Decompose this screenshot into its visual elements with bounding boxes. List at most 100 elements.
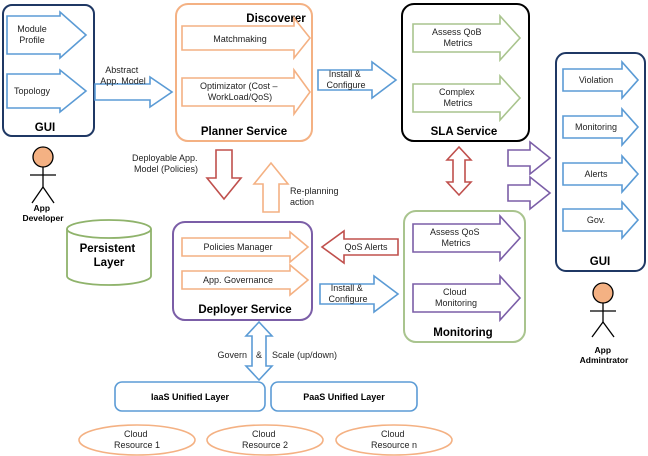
iaas-layer-label: IaaS Unified Layer [151,392,230,402]
deployable-line-1: Deployable App. [132,153,198,163]
scale-label: Scale (up/down) [272,350,337,360]
deployer-item-label: App. Governance [203,275,273,285]
iaas-layer-box [114,381,266,412]
optim-line-1: Optimizator (Cost – [200,81,278,91]
app-developer-line-1: App [34,203,51,213]
sla-item-label: Assess QoB Metrics [432,27,484,48]
paas-layer-box [270,381,418,412]
app-developer-icon [30,146,56,204]
res1-line-2: Resource 2 [242,440,288,450]
deployer-item-app-governance: App. Governance [181,263,310,297]
sla0-line-2: Metrics [444,38,473,48]
gui-admin-title: GUI [590,256,610,268]
replan-line-2: action [290,197,314,207]
install-configure-top-arrow [317,60,398,100]
gui-admin-item-label: Alerts [584,169,608,179]
govern-label: Govern [217,350,247,360]
deployable-line-2: Model (Policies) [134,164,198,174]
mon1-line-1: Cloud [443,287,467,297]
gui-admin-item-monitoring: Monitoring [562,106,640,148]
replanning-arrow [252,161,290,213]
discoverer-label: Discoverer [246,13,306,25]
govern-amp: & [256,350,262,360]
gui-dev-item-label-line-2: Profile [19,35,45,45]
monitoring-title: Monitoring [433,327,492,339]
app-developer-label: App Developer [22,203,64,223]
monitoring-item-label: Assess QoS Metrics [430,227,482,248]
sla-title: SLA Service [431,126,498,138]
abstract-line-2: App. Model [100,76,146,86]
gui-dev-item-topology: Topology [6,68,88,114]
gui-admin-item-label: Violation [579,75,613,85]
sla1-line-2: Metrics [444,98,473,108]
app-administrator-icon [590,282,616,338]
abstract-line-1: Abstract [105,65,139,75]
persistent-line-2: Layer [94,257,125,269]
optim-line-2: WorkLoad/QoS) [208,92,272,102]
gui-dev-item-label: Topology [14,86,51,96]
res2-line-1: Cloud [381,429,405,439]
deployer-item-policies-manager: Policies Manager [181,230,310,264]
app-developer-line-2: Developer [22,213,64,223]
monitoring-item-label: Cloud Monitoring [435,287,477,308]
app-admin-line-2: Admintrator [580,355,629,365]
res0-line-1: Cloud [124,429,148,439]
monitoring-item-cloud-monitoring: Cloud Monitoring [412,273,522,323]
planner-item-optimizator: Optimizator (Cost – WorkLoad/QoS) [181,67,311,117]
abstract-model-label: Abstract App. Model [100,65,146,86]
sla-item-assess-qob: Assess QoB Metrics [412,13,522,63]
deployer-title: Deployer Service [198,304,291,316]
govern-scale-arrow [244,320,274,382]
sla-monitoring-bidirectional-arrow [445,145,473,197]
mon1-line-2: Monitoring [435,298,477,308]
install-bottom-label: Install & Configure [328,283,367,304]
qos-alerts-label: QoS Alerts [344,242,388,252]
sla-to-gui-arrow-1 [507,140,552,176]
install-top-label: Install & Configure [326,69,365,90]
cloud-resource-2: Cloud Resource 2 [206,424,324,456]
res2-line-2: Resource n [371,440,417,450]
res1-line-1: Cloud [252,429,276,439]
planner-item-matchmaking: Matchmaking [181,15,312,61]
cloud-resource-1: Cloud Resource 1 [78,424,196,456]
mon0-line-2: Metrics [442,238,471,248]
res0-line-2: Resource 1 [114,440,160,450]
persistent-line-1: Persistent [80,243,136,255]
deployable-label: Deployable App. Model (Policies) [132,153,200,174]
app-admin-line-1: App [595,345,612,355]
install-bottom-line-1: Install & [331,283,363,293]
monitoring-item-assess-qos: Assess QoS Metrics [412,213,522,263]
cloud-resource-label: Cloud Resource n [371,429,417,450]
sla-item-complex-metrics: Complex Metrics [412,73,522,123]
app-administrator-label: App Admintrator [580,345,629,365]
persistent-label: Persistent Layer [80,243,139,269]
sla1-line-1: Complex [439,87,475,97]
qos-alerts-arrow [320,229,399,265]
gui-dev-title: GUI [35,122,55,134]
planner-item-label: Matchmaking [213,34,267,44]
replan-line-1: Re-planning [290,186,339,196]
gui-admin-item-label: Monitoring [575,122,617,132]
sla-item-label: Complex Metrics [439,87,477,108]
replanning-label: Re-planning action [290,186,341,207]
paas-layer-label: PaaS Unified Layer [303,392,385,402]
install-top-line-1: Install & [329,69,361,79]
sla0-line-1: Assess QoB [432,27,482,37]
mon0-line-1: Assess QoS [430,227,480,237]
planner-item-label: Optimizator (Cost – WorkLoad/QoS) [200,81,280,102]
cloud-resource-label: Cloud Resource 2 [242,429,288,450]
gui-admin-item-alerts: Alerts [562,153,640,195]
planner-title: Planner Service [201,126,287,138]
install-top-line-2: Configure [326,80,365,90]
persistent-layer-cylinder: Persistent Layer [66,219,152,286]
gui-admin-item-gov: Gov. [562,199,640,241]
install-bottom-line-2: Configure [328,294,367,304]
deployable-model-arrow [205,149,243,201]
gui-admin-item-label: Gov. [587,215,605,225]
install-configure-bottom-arrow [319,274,400,314]
abstract-model-arrow [94,75,174,109]
cloud-resource-label: Cloud Resource 1 [114,429,160,450]
sla-to-gui-arrow-2 [507,175,552,211]
